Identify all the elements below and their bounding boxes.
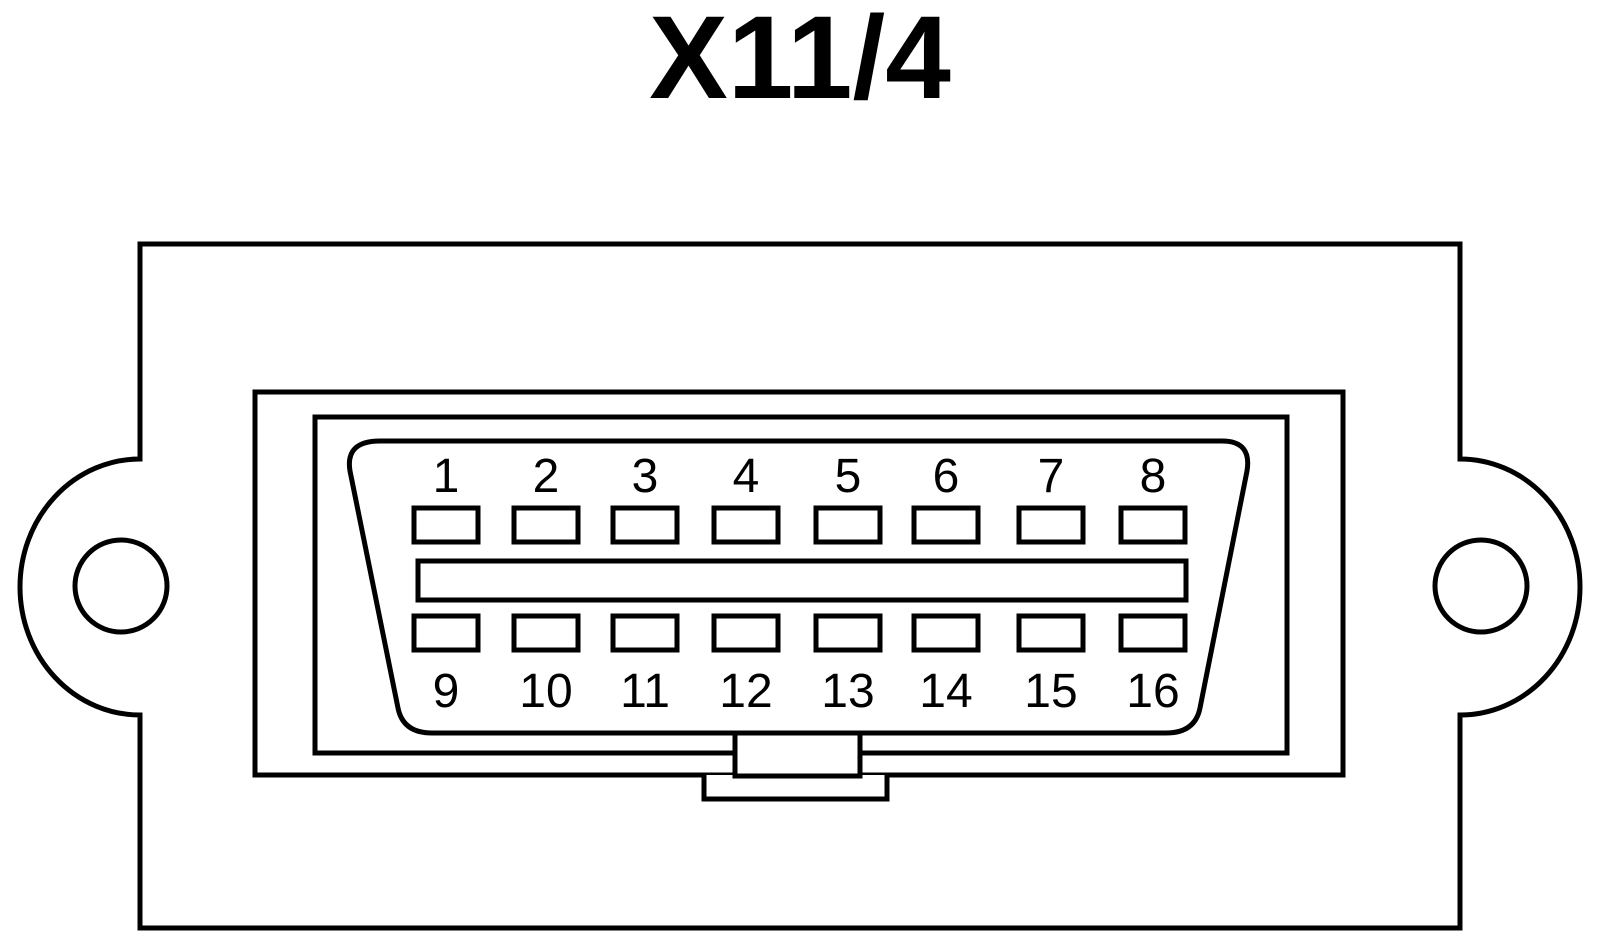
pin-label-4: 4 — [733, 450, 760, 503]
pin-contact-12 — [711, 613, 781, 653]
pin-label-13: 13 — [821, 665, 874, 718]
pin-label-8: 8 — [1140, 450, 1167, 503]
pin-contact-16 — [1118, 613, 1188, 653]
pin-contact-3 — [610, 505, 680, 545]
pin-contact-9 — [411, 613, 481, 653]
pin-contact-2 — [511, 505, 581, 545]
pin-label-15: 15 — [1024, 665, 1077, 718]
pin-label-6: 6 — [933, 450, 960, 503]
pin-contact-5 — [813, 505, 883, 545]
pin-label-9: 9 — [433, 665, 460, 718]
mounting-plate — [17, 241, 1583, 931]
pin-label-16: 16 — [1126, 665, 1179, 718]
pin-label-7: 7 — [1038, 450, 1065, 503]
mounting-hole-left — [72, 537, 170, 635]
pin-label-12: 12 — [719, 665, 772, 718]
connector-title: X11/4 — [649, 0, 951, 124]
key-notch-outer — [701, 775, 890, 802]
pins-bottom-row: 9 10 11 12 13 14 15 16 — [411, 613, 1188, 718]
pins-top-row: 1 2 3 4 5 6 7 8 — [411, 450, 1188, 545]
pin-contact-7 — [1016, 505, 1086, 545]
socket-trapezoid — [346, 438, 1251, 736]
pin-contact-4 — [711, 505, 781, 545]
pin-label-1: 1 — [433, 450, 460, 503]
pin-contact-1 — [411, 505, 481, 545]
pin-contact-11 — [610, 613, 680, 653]
pin-contact-8 — [1118, 505, 1188, 545]
key-notch-inner — [732, 730, 863, 779]
pin-contact-14 — [911, 613, 981, 653]
pin-label-10: 10 — [519, 665, 572, 718]
pin-contact-6 — [911, 505, 981, 545]
pin-label-11: 11 — [620, 665, 670, 718]
mounting-hole-right — [1432, 537, 1530, 635]
pin-label-3: 3 — [632, 450, 659, 503]
center-bar — [415, 558, 1189, 603]
pin-label-14: 14 — [919, 665, 972, 718]
pin-contact-13 — [813, 613, 883, 653]
pin-contact-15 — [1016, 613, 1086, 653]
pin-label-5: 5 — [835, 450, 862, 503]
pin-label-2: 2 — [533, 450, 560, 503]
pin-contact-10 — [511, 613, 581, 653]
